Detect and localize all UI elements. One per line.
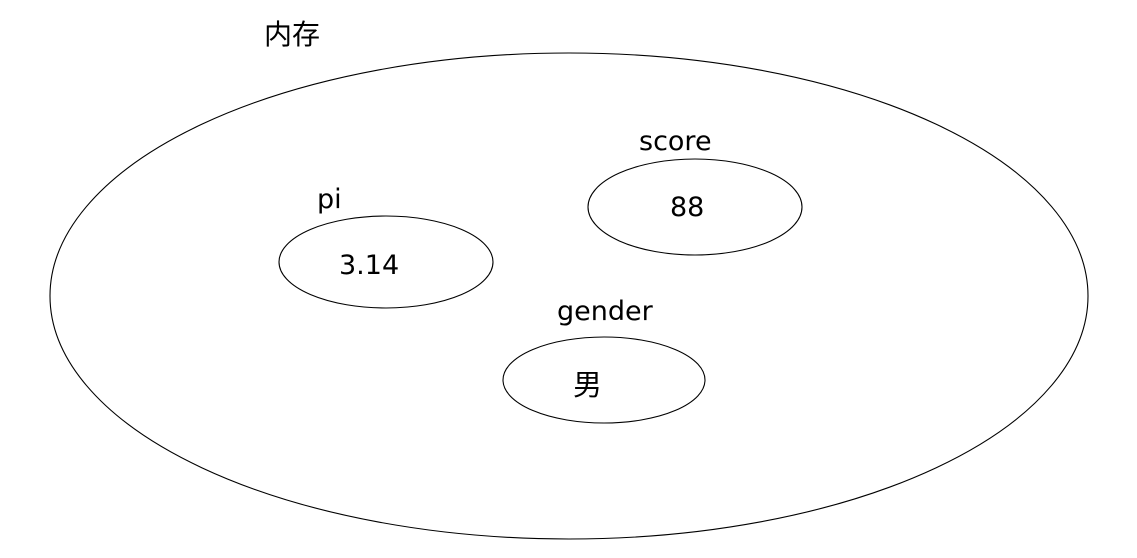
variable-value-score: 88 [670,192,705,223]
memory-container-ellipse [49,52,1089,540]
memory-container-label: 内存 [264,18,321,51]
variable-ellipse-pi [278,215,494,309]
variable-label-pi: pi [317,184,342,215]
variable-label-score: score [639,126,712,157]
variable-value-gender: 男 [573,368,603,402]
variable-ellipse-gender [502,336,706,424]
variable-label-gender: gender [557,296,653,327]
variable-ellipse-score [587,158,803,256]
variable-value-pi: 3.14 [339,250,400,281]
